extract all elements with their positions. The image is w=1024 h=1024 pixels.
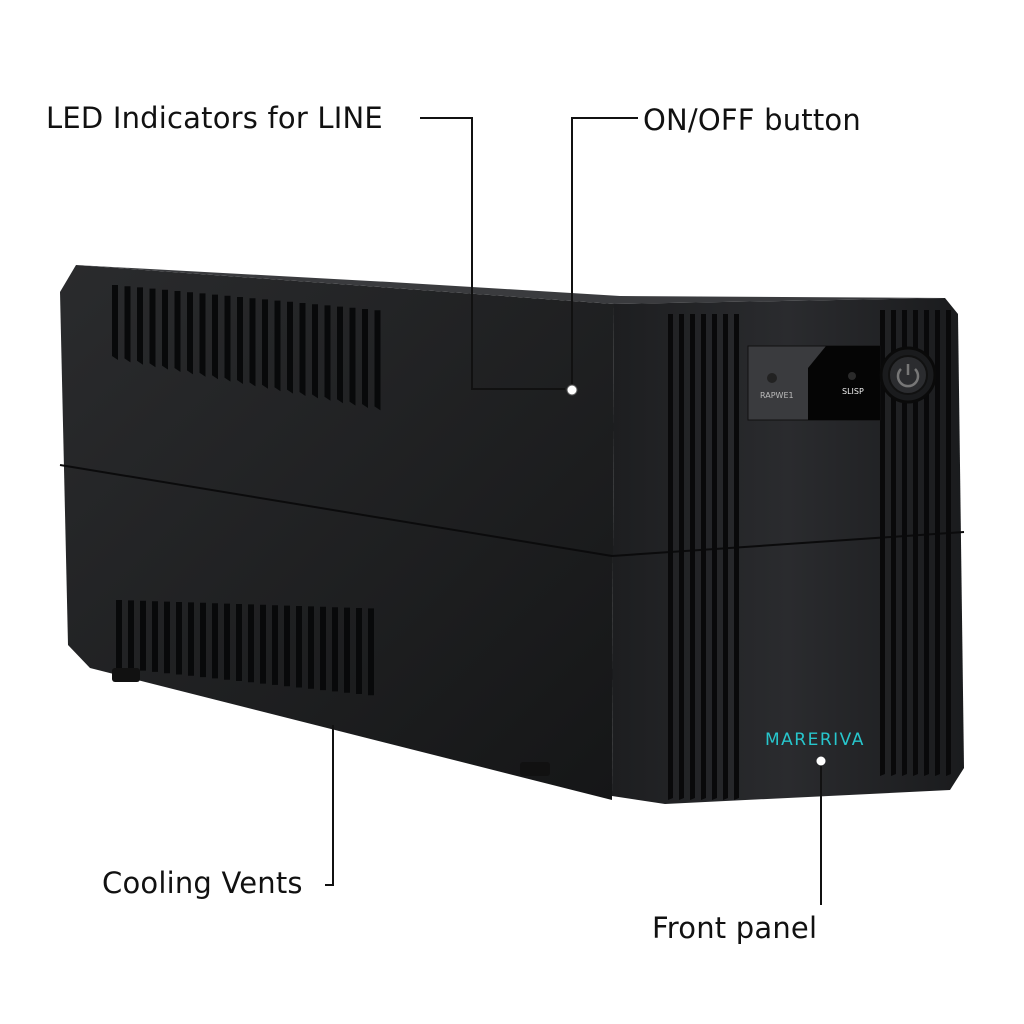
led-label-right: SLISP: [842, 387, 864, 396]
vent-slot: [320, 606, 326, 691]
vent-slot: [723, 314, 728, 800]
ups-front-face: [612, 298, 964, 804]
vent-slot: [162, 289, 168, 370]
vent-slot: [902, 310, 907, 776]
side-vents-bottom: [116, 600, 374, 696]
vent-slot: [152, 601, 158, 672]
vent-slot: [349, 307, 356, 406]
vent-slot: [362, 309, 368, 408]
front-vents-left: [668, 314, 739, 800]
led-label-left: RAPWE1: [760, 391, 794, 400]
vent-slot: [299, 303, 306, 396]
callout-dot: [566, 384, 578, 396]
led-status-indicator: [848, 372, 856, 380]
vent-slot: [891, 310, 896, 776]
vent-slot: [248, 604, 254, 683]
power-button[interactable]: [879, 346, 937, 404]
vent-slot: [188, 602, 194, 676]
vent-slot: [274, 300, 281, 392]
vent-slot: [164, 601, 170, 674]
side-seam: [59, 464, 613, 557]
side-vents-top: [112, 285, 381, 411]
vent-slot: [212, 603, 218, 679]
vent-slot: [924, 310, 929, 776]
vent-slot: [112, 285, 118, 360]
vent-slot: [308, 606, 314, 689]
vent-slot: [224, 295, 231, 382]
vent-slot: [734, 314, 739, 800]
vent-slot: [312, 304, 318, 399]
led-line-indicator: [767, 373, 777, 383]
vent-slot: [935, 310, 940, 776]
vent-slot: [337, 306, 343, 404]
vent-slot: [128, 600, 134, 670]
vent-slot: [187, 292, 193, 375]
vent-slot: [212, 294, 218, 380]
vents-callout-line: [325, 725, 334, 886]
vent-slot: [332, 607, 338, 692]
brand-logo: MARERIVA: [765, 730, 865, 750]
front-vents-right: [880, 310, 951, 776]
vent-slot: [236, 604, 242, 681]
callout-led-indicators: LED Indicators for LINE: [46, 101, 383, 135]
power-icon: [896, 368, 920, 388]
vent-slot: [140, 600, 146, 671]
foot: [112, 668, 140, 682]
indicator-panel-dark: [808, 346, 880, 420]
vent-slot: [224, 603, 230, 680]
vent-slot: [356, 608, 362, 694]
vent-slot: [712, 314, 717, 800]
vent-slot: [260, 604, 266, 684]
vent-slot: [668, 314, 673, 800]
vent-slot: [137, 287, 143, 365]
vent-slot: [880, 310, 885, 776]
vent-slot: [374, 310, 381, 411]
ups-top-edge: [76, 265, 945, 304]
callout-cooling-vents: Cooling Vents: [102, 866, 303, 900]
power-callout-line: [571, 117, 638, 385]
vent-slot: [368, 608, 374, 696]
vent-slot: [690, 314, 695, 800]
vent-slot: [200, 602, 206, 678]
vent-slot: [249, 298, 256, 387]
callout-on-off-button: ON/OFF button: [643, 103, 861, 137]
vent-slot: [946, 310, 951, 776]
vent-slot: [679, 314, 684, 800]
vent-slot: [176, 602, 182, 675]
vent-slot: [913, 310, 918, 776]
callout-dot: [816, 756, 826, 766]
vent-slot: [284, 605, 290, 687]
vent-slot: [344, 607, 350, 693]
vent-slot: [701, 314, 706, 800]
vent-slot: [296, 606, 302, 688]
ups-side-face: [60, 265, 614, 800]
vent-slot: [124, 286, 131, 363]
led-callout-line: [420, 117, 565, 390]
foot: [520, 762, 550, 776]
vent-slot: [272, 605, 278, 685]
vent-slot: [287, 301, 293, 394]
vent-slot: [262, 299, 268, 389]
vent-slot: [174, 291, 181, 372]
vent-slot: [199, 293, 206, 377]
callout-front-panel: Front panel: [652, 911, 818, 945]
vent-slot: [237, 297, 243, 384]
vent-slot: [324, 305, 331, 401]
vent-slot: [116, 600, 122, 668]
vent-slot: [149, 288, 156, 368]
